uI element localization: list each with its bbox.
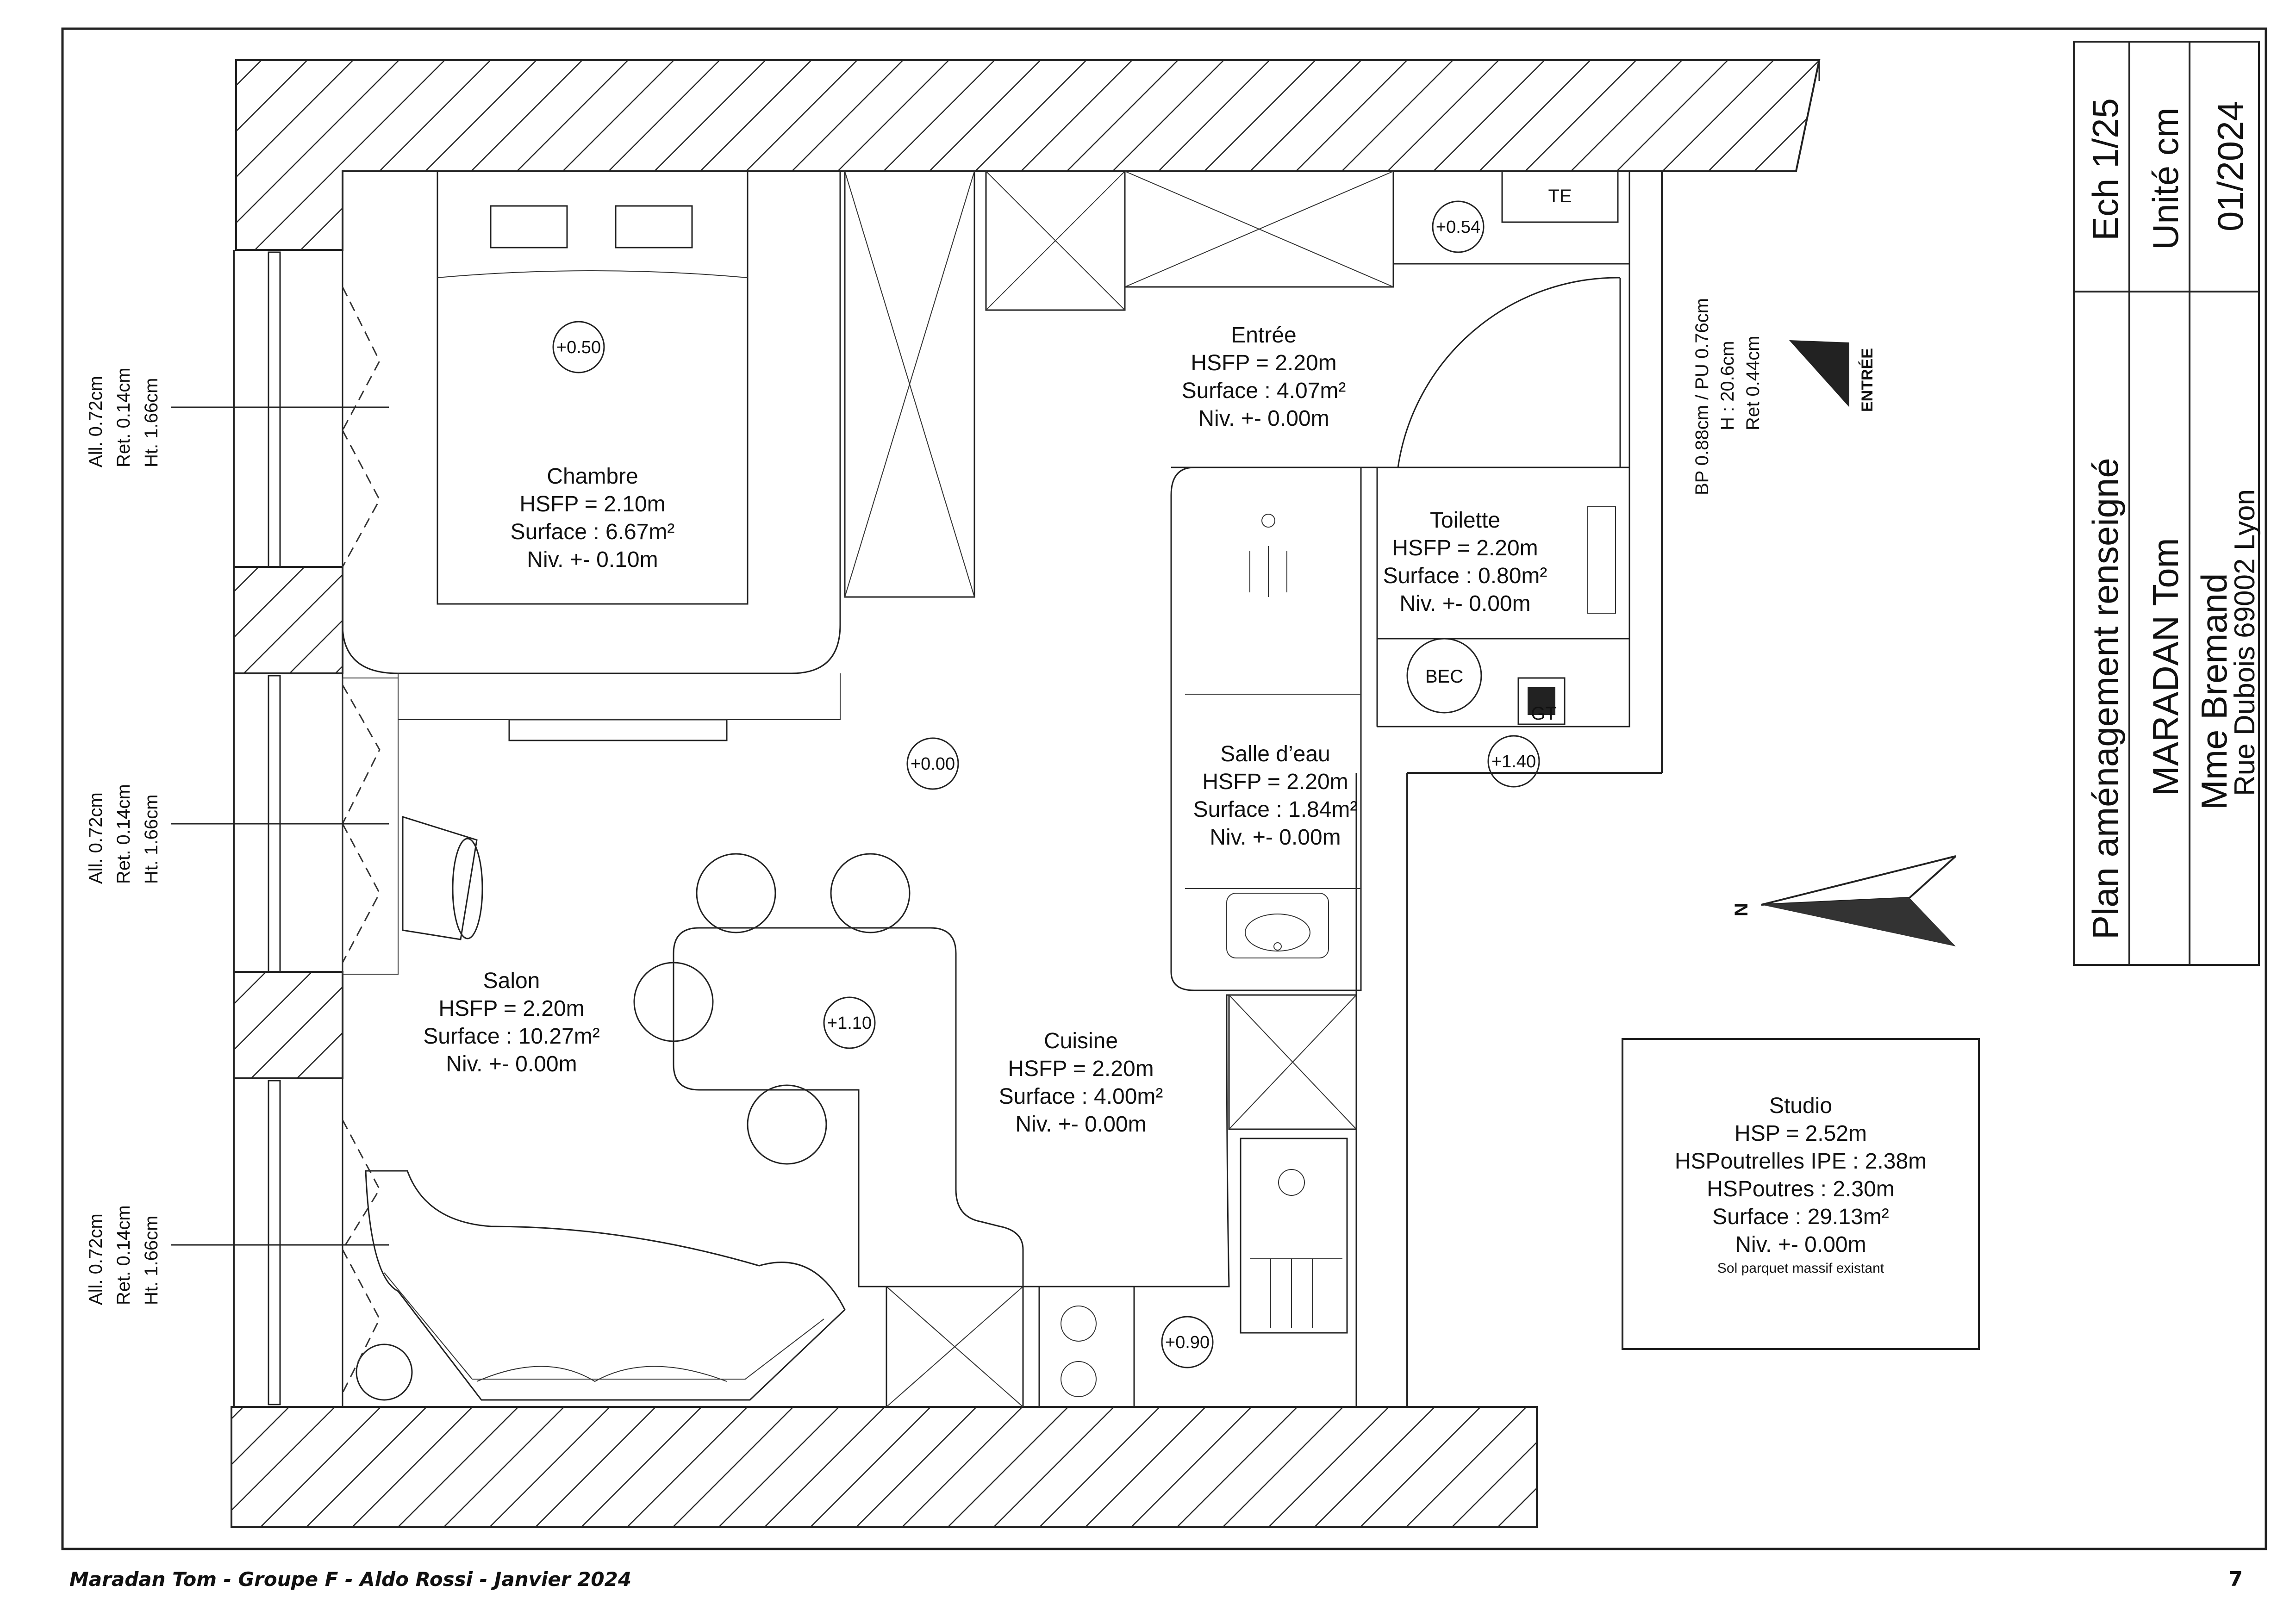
svg-text:Ret. 0.14cm: Ret. 0.14cm xyxy=(113,1205,134,1305)
entry-window-annotation: BP 0.88cm / PU 0.76cm H : 20.6cm Ret 0.4… xyxy=(1692,298,1763,495)
tag-gt: GT xyxy=(1531,703,1557,724)
left-windows xyxy=(171,251,389,1405)
north-arrow-icon: N xyxy=(1731,855,1957,946)
svg-text:+0.54: +0.54 xyxy=(1436,218,1480,237)
room-toilette: Toilette HSFP = 2.20m Surface : 0.80m² N… xyxy=(1383,508,1547,616)
svg-text:Niv. +- 0.00m: Niv. +- 0.00m xyxy=(1015,1112,1146,1137)
svg-text:Toilette: Toilette xyxy=(1430,508,1500,533)
svg-text:Salon: Salon xyxy=(483,969,540,993)
level-marker-bed: +0.50 xyxy=(552,321,605,373)
svg-text:HSFP = 2.10m: HSFP = 2.10m xyxy=(519,492,665,516)
room-salle-eau: Salle d’eau HSFP = 2.20m Surface : 1.84m… xyxy=(1193,742,1358,850)
svg-text:+0.00: +0.00 xyxy=(911,754,955,774)
svg-text:Surface : 29.13m²: Surface : 29.13m² xyxy=(1712,1205,1889,1229)
svg-text:Entrée: Entrée xyxy=(1231,323,1296,348)
svg-text:Niv. +- 0.00m: Niv. +- 0.00m xyxy=(1210,825,1341,850)
svg-text:Niv. +- 0.00m: Niv. +- 0.00m xyxy=(446,1052,577,1076)
tag-bec: BEC xyxy=(1425,666,1463,687)
level-marker-center: +0.00 xyxy=(906,737,959,790)
svg-text:Ret 0.44cm: Ret 0.44cm xyxy=(1743,336,1763,430)
svg-text:H : 20.6cm: H : 20.6cm xyxy=(1717,341,1738,430)
partitions xyxy=(844,170,1663,1407)
client-name: Mme Bremand xyxy=(2194,573,2234,810)
svg-text:Surface : 4.07m²: Surface : 4.07m² xyxy=(1182,379,1346,403)
svg-text:Salle d’eau: Salle d’eau xyxy=(1220,742,1330,766)
footer-credit: Maradan Tom - Groupe F - Aldo Rossi - Ja… xyxy=(69,1568,631,1591)
svg-text:HSFP = 2.20m: HSFP = 2.20m xyxy=(1191,351,1336,375)
svg-text:Chambre: Chambre xyxy=(547,464,638,489)
svg-text:Ht. 1.66cm: Ht. 1.66cm xyxy=(141,378,162,467)
entry-label: ENTRÉE xyxy=(1859,348,1876,412)
page-number: 7 xyxy=(2228,1567,2243,1591)
svg-text:All. 0.72cm: All. 0.72cm xyxy=(86,1213,106,1305)
svg-text:Niv. +- 0.00m: Niv. +- 0.00m xyxy=(1735,1232,1866,1257)
kitchen-furniture xyxy=(633,853,1357,1408)
svg-text:+0.90: +0.90 xyxy=(1165,1333,1210,1352)
room-salon: Salon HSFP = 2.20m Surface : 10.27m² Niv… xyxy=(423,969,600,1076)
svg-text:+0.50: +0.50 xyxy=(556,338,601,357)
bedroom-furniture xyxy=(342,170,841,741)
svg-text:+1.40: +1.40 xyxy=(1491,752,1536,771)
svg-text:Surface : 10.27m²: Surface : 10.27m² xyxy=(423,1024,600,1049)
plan-unit: Unité cm xyxy=(2145,107,2186,250)
svg-text:+1.10: +1.10 xyxy=(827,1014,872,1033)
svg-text:All. 0.72cm: All. 0.72cm xyxy=(86,792,106,884)
svg-text:HSFP = 2.20m: HSFP = 2.20m xyxy=(1008,1057,1154,1081)
title-block: Plan aménagement renseigné Ech 1/25 MARA… xyxy=(2073,41,2261,966)
svg-text:Ht. 1.66cm: Ht. 1.66cm xyxy=(141,795,162,884)
svg-text:Surface : 6.67m²: Surface : 6.67m² xyxy=(511,520,675,544)
svg-text:Niv. +- 0.00m: Niv. +- 0.00m xyxy=(1399,591,1530,616)
room-entree: Entrée HSFP = 2.20m Surface : 4.07m² Niv… xyxy=(1182,323,1346,431)
room-chambre: Chambre HSFP = 2.10m Surface : 6.67m² Ni… xyxy=(511,464,675,572)
svg-text:Surface : 1.84m²: Surface : 1.84m² xyxy=(1193,797,1358,822)
window-annotation-2: All. 0.72cm Ret. 0.14cm Ht. 1.66cm xyxy=(86,784,162,884)
svg-text:Niv. +- 0.10m: Niv. +- 0.10m xyxy=(527,547,658,572)
level-marker-table: +1.10 xyxy=(823,996,876,1049)
svg-text:Surface : 0.80m²: Surface : 0.80m² xyxy=(1383,564,1547,588)
svg-text:Ret. 0.14cm: Ret. 0.14cm xyxy=(113,367,134,467)
svg-text:HSPoutres : 2.30m: HSPoutres : 2.30m xyxy=(1707,1177,1895,1201)
walls xyxy=(231,59,1821,1528)
entry-arrow-icon: ENTRÉE xyxy=(1789,340,1876,412)
svg-text:Surface : 4.00m²: Surface : 4.00m² xyxy=(999,1084,1163,1109)
svg-text:HSFP = 2.20m: HSFP = 2.20m xyxy=(1392,536,1538,560)
plan-date: 01/2024 xyxy=(2210,101,2251,231)
living-furniture xyxy=(342,678,846,1401)
tag-te: TE xyxy=(1548,186,1572,206)
plan-author: MARADAN Tom xyxy=(2145,538,2186,796)
window-annotation-3: All. 0.72cm Ret. 0.14cm Ht. 1.66cm xyxy=(86,1205,162,1305)
north-label: N xyxy=(1731,903,1752,916)
svg-text:Studio: Studio xyxy=(1769,1094,1832,1118)
level-marker-hob: +0.90 xyxy=(1161,1316,1214,1368)
room-cuisine: Cuisine HSFP = 2.20m Surface : 4.00m² Ni… xyxy=(999,1029,1163,1137)
svg-text:Cuisine: Cuisine xyxy=(1044,1029,1118,1053)
level-marker-toilette: +1.40 xyxy=(1487,735,1540,788)
level-marker-entree: +0.54 xyxy=(1432,200,1485,253)
svg-text:HSFP = 2.20m: HSFP = 2.20m xyxy=(1202,770,1348,794)
svg-text:Sol parquet massif existant: Sol parquet massif existant xyxy=(1717,1261,1884,1276)
window-annotation-1: All. 0.72cm Ret. 0.14cm Ht. 1.66cm xyxy=(86,367,162,467)
plan-title: Plan aménagement renseigné xyxy=(2085,458,2126,939)
svg-text:BP 0.88cm / PU 0.76cm: BP 0.88cm / PU 0.76cm xyxy=(1692,298,1712,495)
svg-text:HSPoutrelles IPE : 2.38m: HSPoutrelles IPE : 2.38m xyxy=(1675,1149,1927,1174)
svg-text:Niv. +- 0.00m: Niv. +- 0.00m xyxy=(1198,406,1329,431)
svg-text:Ht. 1.66cm: Ht. 1.66cm xyxy=(141,1216,162,1305)
studio-summary: Studio HSP = 2.52m HSPoutrelles IPE : 2.… xyxy=(1622,1038,1980,1350)
svg-text:HSP = 2.52m: HSP = 2.52m xyxy=(1734,1121,1867,1146)
svg-text:Ret. 0.14cm: Ret. 0.14cm xyxy=(113,784,134,884)
svg-text:HSFP = 2.20m: HSFP = 2.20m xyxy=(438,996,584,1021)
client-address: Rue Dubois 69002 Lyon xyxy=(2229,489,2261,796)
svg-text:All. 0.72cm: All. 0.72cm xyxy=(86,376,106,467)
plan-scale: Ech 1/25 xyxy=(2085,98,2126,241)
page-frame xyxy=(61,27,2267,1550)
